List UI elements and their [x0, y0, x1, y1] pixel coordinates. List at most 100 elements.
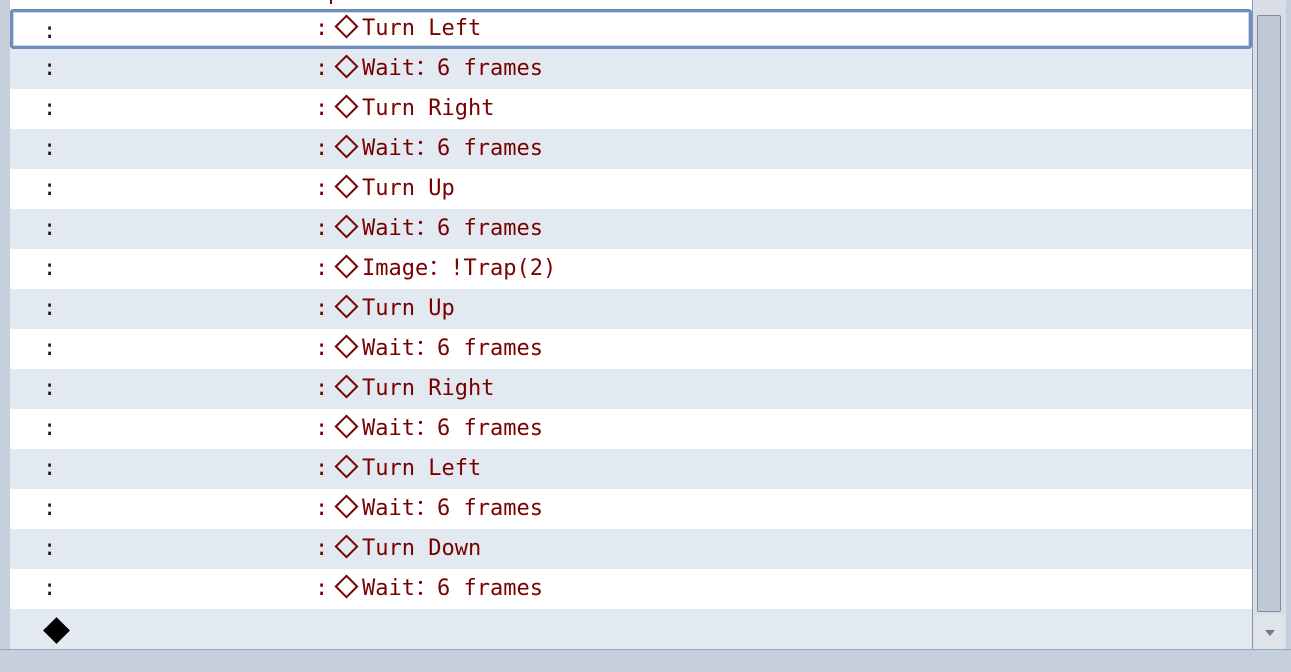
command-text: Turn Right: [362, 96, 495, 121]
sub-indent-marker: :: [315, 576, 329, 601]
command-row[interactable]: :: Wait：6 frames: [10, 49, 1252, 89]
command-text: Turn Left: [362, 456, 482, 481]
scroll-down-arrow-icon: [1265, 630, 1275, 636]
sub-indent-marker: :: [315, 536, 329, 561]
sub-indent-marker: :: [315, 416, 329, 441]
hollow-diamond-icon: [334, 54, 359, 79]
hollow-diamond-icon: [334, 134, 359, 159]
command-text: Wait：6 frames: [362, 56, 543, 81]
command-row[interactable]: :: Wait：6 frames: [10, 489, 1252, 529]
command-text: Turn Left: [362, 16, 482, 41]
indent-marker: :: [43, 296, 57, 321]
sub-indent-marker: :: [315, 336, 329, 361]
command-entry: Wait：6 frames: [334, 214, 543, 241]
command-entry: Turn Up: [334, 174, 455, 201]
sub-indent-marker: :: [315, 56, 329, 81]
vertical-scrollbar[interactable]: [1252, 0, 1286, 649]
indent-marker: :: [43, 216, 57, 241]
indent-marker: :: [43, 536, 57, 561]
indent-marker: :: [43, 136, 57, 161]
sub-indent-marker: :: [315, 296, 329, 321]
hollow-diamond-icon: [334, 174, 359, 199]
command-row[interactable]: :: Wait：6 frames: [10, 329, 1252, 369]
command-text: Wait：6 frames: [362, 576, 543, 601]
command-text: Wait：6 frames: [362, 496, 543, 521]
indent-marker: :: [43, 96, 57, 121]
sub-indent-marker: :: [315, 216, 329, 241]
command-text: Wait：6 frames: [362, 136, 543, 161]
command-row[interactable]: :: Wait：6 frames: [10, 569, 1252, 609]
bottom-border-bar: [0, 649, 1291, 672]
command-entry: Image：!Trap(2): [334, 254, 557, 281]
command-row[interactable]: :: Turn Left: [10, 449, 1252, 489]
command-text: Image：!Trap(2): [362, 256, 557, 281]
command-row[interactable]: :: Turn Up: [10, 289, 1252, 329]
hollow-diamond-icon: [334, 94, 359, 119]
command-row[interactable]: :: Turn Right: [10, 369, 1252, 409]
command-row[interactable]: :: Wait：6 frames: [10, 129, 1252, 169]
hollow-diamond-icon: [334, 214, 359, 239]
sub-indent-marker: :: [315, 176, 329, 201]
indent-marker: :: [43, 19, 57, 44]
command-entry: Turn Down: [334, 534, 482, 561]
indent-marker: :: [43, 456, 57, 481]
command-text: Wait：6 frames: [362, 216, 543, 241]
hollow-diamond-icon: [334, 534, 359, 559]
sub-indent-marker: :: [315, 456, 329, 481]
indent-marker: :: [43, 496, 57, 521]
hollow-diamond-icon: [334, 254, 359, 279]
indent-marker: :: [43, 56, 57, 81]
sub-indent-marker: :: [315, 16, 329, 41]
indent-marker: :: [43, 416, 57, 441]
command-row[interactable]: :: Turn Up: [10, 169, 1252, 209]
command-row-selected[interactable]: :: Turn Left: [10, 9, 1252, 49]
hollow-diamond-icon: [334, 494, 359, 519]
previous-row-glimpse: [330, 0, 340, 4]
command-entry: Turn Left: [334, 14, 482, 41]
indent-marker: :: [43, 576, 57, 601]
sub-indent-marker: :: [315, 96, 329, 121]
command-entry: Wait：6 frames: [334, 574, 543, 601]
command-row[interactable]: :: Turn Right: [10, 89, 1252, 129]
sub-indent-marker: :: [315, 136, 329, 161]
command-text: Turn Down: [362, 536, 482, 561]
command-entry: Wait：6 frames: [334, 54, 543, 81]
indent-marker: :: [43, 376, 57, 401]
event-command-list[interactable]: ::Turn Left::Wait：6 frames::Turn Right::…: [10, 0, 1253, 649]
command-text: Turn Up: [362, 296, 455, 321]
command-entry: Turn Up: [334, 294, 455, 321]
sub-indent-marker: :: [315, 256, 329, 281]
hollow-diamond-icon: [334, 334, 359, 359]
command-entry: Turn Right: [334, 94, 495, 121]
command-text: Turn Right: [362, 376, 495, 401]
command-text: Wait：6 frames: [362, 416, 543, 441]
scrollbar-thumb[interactable]: [1257, 15, 1281, 612]
indent-marker: :: [43, 176, 57, 201]
hollow-diamond-icon: [334, 454, 359, 479]
hollow-diamond-icon: [334, 294, 359, 319]
hollow-diamond-icon: [334, 374, 359, 399]
hollow-diamond-icon: [334, 414, 359, 439]
scroll-down-button[interactable]: [1254, 615, 1285, 649]
indent-marker: :: [43, 256, 57, 281]
end-of-list-row[interactable]: [10, 609, 1252, 649]
command-row[interactable]: :: Turn Down: [10, 529, 1252, 569]
command-row[interactable]: :: Wait：6 frames: [10, 209, 1252, 249]
sub-indent-marker: :: [315, 496, 329, 521]
command-entry: Wait：6 frames: [334, 134, 543, 161]
command-entry: Wait：6 frames: [334, 414, 543, 441]
command-entry: Turn Left: [334, 454, 482, 481]
filled-diamond-icon: [43, 617, 70, 644]
command-text: Wait：6 frames: [362, 336, 543, 361]
hollow-diamond-icon: [334, 574, 359, 599]
command-entry: Wait：6 frames: [334, 494, 543, 521]
command-row[interactable]: :: Wait：6 frames: [10, 409, 1252, 449]
command-entry: Wait：6 frames: [334, 334, 543, 361]
indent-marker: :: [43, 336, 57, 361]
command-row[interactable]: :: Image：!Trap(2): [10, 249, 1252, 289]
sub-indent-marker: :: [315, 376, 329, 401]
hollow-diamond-icon: [334, 14, 359, 39]
command-text: Turn Up: [362, 176, 455, 201]
command-entry: Turn Right: [334, 374, 495, 401]
